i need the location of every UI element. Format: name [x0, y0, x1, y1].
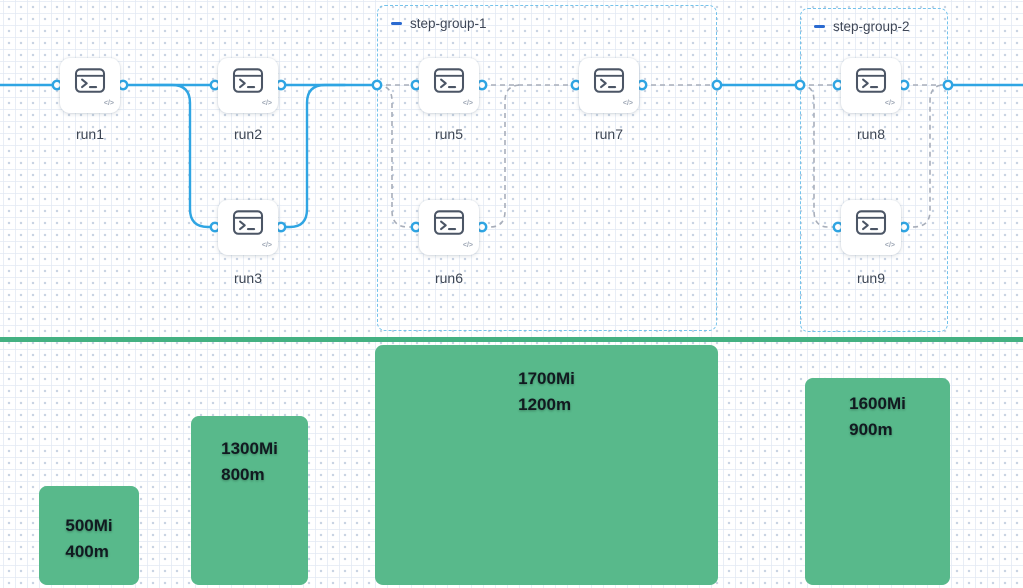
- node-run3[interactable]: </>: [218, 200, 278, 255]
- node-run7[interactable]: </>: [579, 58, 639, 113]
- edge-run1-run3[interactable]: [148, 83, 217, 229]
- minus-dash-icon: [391, 22, 402, 25]
- code-badge-icon: </>: [261, 100, 272, 107]
- resource-bar-label: 500Mi 400m: [65, 516, 113, 561]
- resource-bar-label: 1700Mi 1200m: [518, 369, 575, 414]
- node-label-run6: run6: [434, 270, 464, 286]
- connection-port[interactable]: [898, 79, 910, 91]
- node-run5[interactable]: </>: [419, 58, 479, 113]
- edge-group2-run9[interactable]: [799, 84, 838, 228]
- resource-bar-label: 1600Mi 900m: [849, 394, 906, 439]
- node-label-run1: run1: [75, 126, 105, 142]
- section-divider: [0, 337, 1023, 342]
- edge-run6-join[interactable]: [482, 84, 522, 228]
- node-run2[interactable]: </>: [218, 58, 278, 113]
- connection-port[interactable]: [794, 79, 806, 91]
- node-label-run7: run7: [594, 126, 624, 142]
- node-label-run3: run3: [233, 270, 263, 286]
- terminal-icon: [433, 68, 465, 93]
- connection-port[interactable]: [476, 221, 488, 233]
- terminal-icon: [74, 68, 106, 93]
- terminal-icon: [855, 68, 887, 93]
- node-run1[interactable]: </>: [60, 58, 120, 113]
- connection-port[interactable]: [942, 79, 954, 91]
- minus-dash-icon: [814, 25, 825, 28]
- node-label-run8: run8: [856, 126, 886, 142]
- code-badge-icon: </>: [103, 100, 114, 107]
- step-group-1-header: step-group-1: [391, 16, 487, 31]
- step-group-2-header: step-group-2: [814, 19, 910, 34]
- connection-port[interactable]: [898, 221, 910, 233]
- node-run9[interactable]: </>: [841, 200, 901, 255]
- edge-run3-join[interactable]: [279, 83, 347, 229]
- node-label-run9: run9: [856, 270, 886, 286]
- terminal-icon: [433, 210, 465, 235]
- terminal-icon: [855, 210, 887, 235]
- resource-bar-label: 1300Mi 800m: [221, 439, 278, 484]
- code-badge-icon: </>: [884, 100, 895, 107]
- connection-port[interactable]: [636, 79, 648, 91]
- code-badge-icon: </>: [261, 242, 272, 249]
- terminal-icon: [232, 210, 264, 235]
- code-badge-icon: </>: [884, 242, 895, 249]
- connection-port[interactable]: [476, 79, 488, 91]
- node-run8[interactable]: </>: [841, 58, 901, 113]
- code-badge-icon: </>: [462, 242, 473, 249]
- edge-group1-run6[interactable]: [376, 84, 416, 228]
- connection-port[interactable]: [371, 79, 383, 91]
- resource-bar-group2: 1600Mi 900m: [805, 378, 950, 585]
- connection-port[interactable]: [275, 221, 287, 233]
- node-label-run2: run2: [233, 126, 263, 142]
- connection-port[interactable]: [275, 79, 287, 91]
- resource-bar-group1: 1700Mi 1200m: [375, 345, 718, 585]
- group-label: step-group-2: [833, 19, 910, 34]
- resource-bar-run1: 500Mi 400m: [39, 486, 139, 585]
- group-label: step-group-1: [410, 16, 487, 31]
- terminal-icon: [593, 68, 625, 93]
- node-run6[interactable]: </>: [419, 200, 479, 255]
- connection-port[interactable]: [711, 79, 723, 91]
- connection-port[interactable]: [117, 79, 129, 91]
- edge-run9-out[interactable]: [904, 84, 948, 228]
- code-badge-icon: </>: [622, 100, 633, 107]
- resource-bar-run2: 1300Mi 800m: [191, 416, 308, 585]
- terminal-icon: [232, 68, 264, 93]
- code-badge-icon: </>: [462, 100, 473, 107]
- node-label-run5: run5: [434, 126, 464, 142]
- step-group-2-container[interactable]: step-group-2: [800, 8, 948, 332]
- step-group-1-container[interactable]: step-group-1: [377, 5, 717, 331]
